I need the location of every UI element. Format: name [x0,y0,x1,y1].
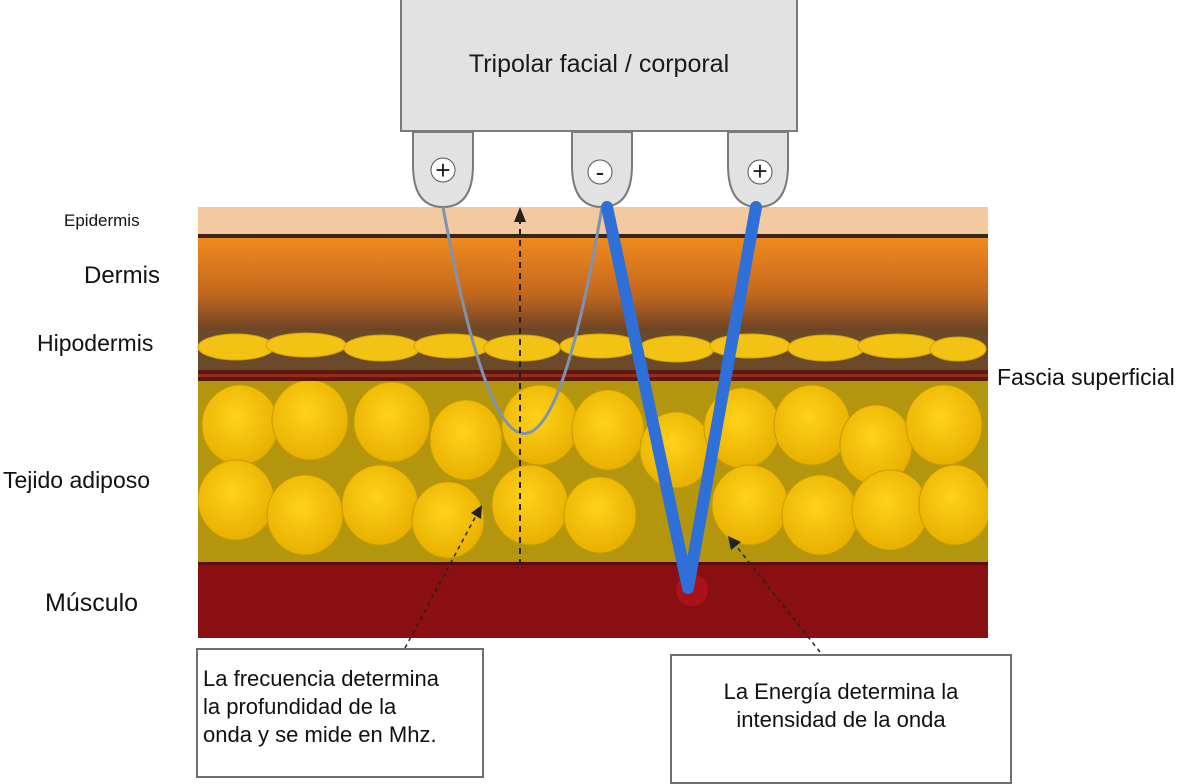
epidermis-layer [198,207,988,235]
muscle-label: Músculo [45,589,139,617]
muscle-layer [198,564,988,638]
depth-arrow-head [514,207,526,222]
energy-note: La Energía determina la intensidad de la… [670,654,1012,784]
energy-note-line: intensidad de la onda [736,707,946,732]
adipose-cells [198,381,988,559]
hipodermis-cells [197,332,987,363]
frequency-note-line: la profundidad de la [203,694,397,719]
low-energy-wave [441,206,604,435]
frequency-note: La frecuencia determina la profundidad d… [196,648,484,778]
electrode-center [571,131,633,209]
frequency-note-line: onda y se mide en Mhz. [203,722,437,747]
device-label: Tripolar facial / corporal [468,49,730,78]
muscle-border [198,562,988,565]
epidermis-label: Epidermis [64,211,140,230]
dermis-label: Dermis [84,262,160,289]
energy-pointer-head [728,536,741,550]
hipodermis-label: Hipodermis [37,330,154,356]
frequency-note-line: La frecuencia determina [203,666,440,691]
high-energy-wave [601,201,762,594]
frequency-pointer-head [471,505,482,519]
fascia-label: Fascia superficial [997,364,1175,390]
epidermis-line [198,234,988,238]
fascia-line [198,374,988,377]
tripolar-device: Tripolar facial / corporal [400,0,798,132]
adipose-label: Tejido adiposo [3,467,151,493]
electrode-right-sign: + [752,156,767,186]
electrode-left-sign: + [435,155,450,185]
diagram: + - + Tripolar facial / corporal Epiderm… [3,0,1175,784]
skin-cross-section: + - + [197,131,988,653]
energy-note-line: La Energía determina la [723,679,959,704]
frequency-pointer [404,511,479,649]
electrode-center-sign: - [596,157,605,187]
